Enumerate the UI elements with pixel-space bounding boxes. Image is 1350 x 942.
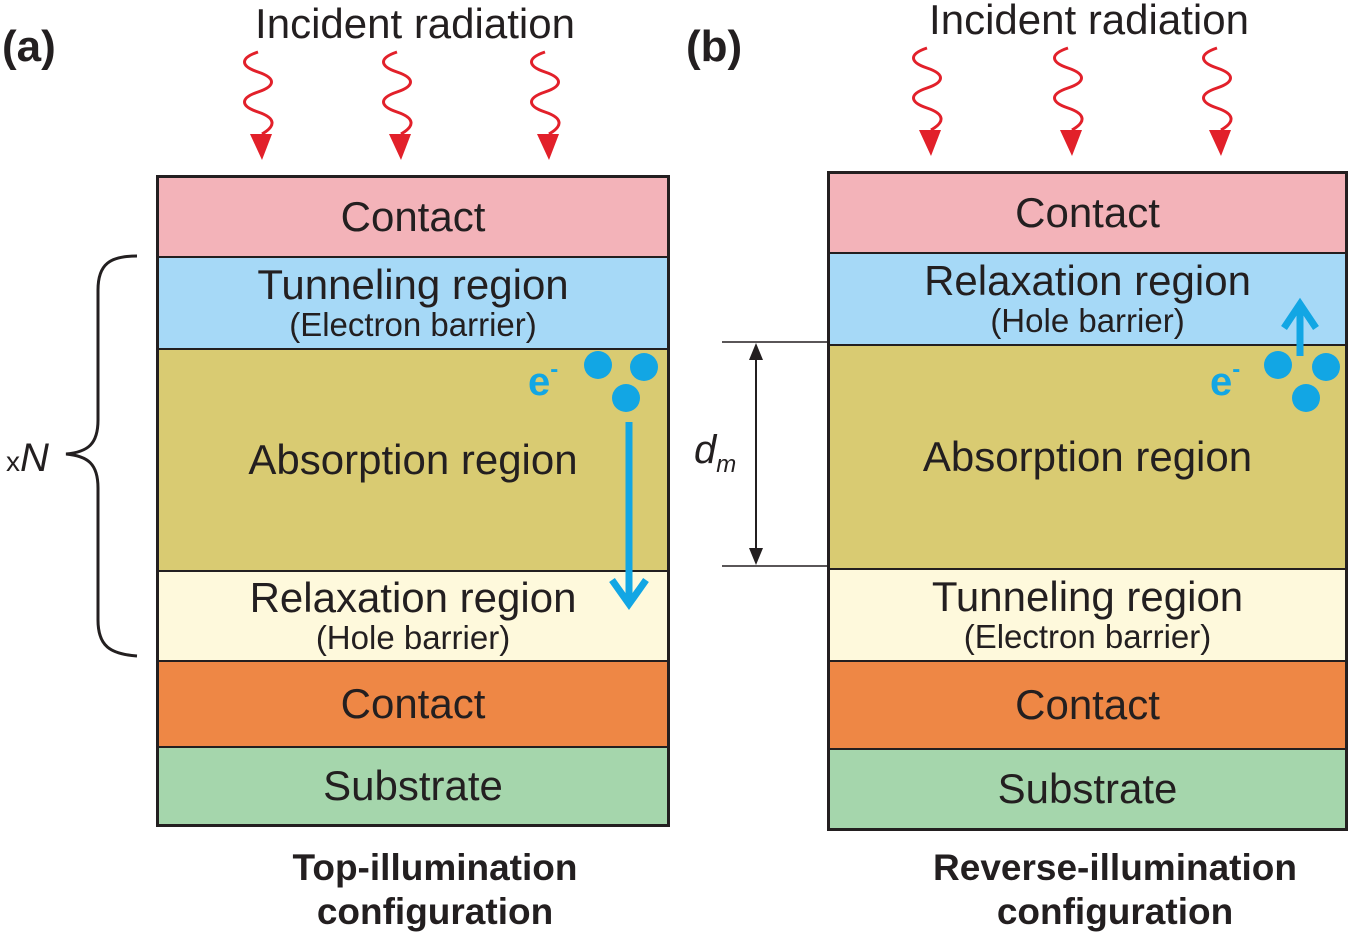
layer-label: Contact bbox=[340, 193, 486, 240]
panel-b-radiation-arrows bbox=[912, 46, 1233, 156]
layer-label: Contact bbox=[1015, 189, 1160, 236]
wavy-arrow-icon bbox=[530, 50, 561, 160]
panel-b-electron-label: e- bbox=[1210, 356, 1241, 404]
panel-a-label: (a) bbox=[2, 22, 56, 71]
panel-b-layer-relaxation: Relaxation region (Hole barrier) bbox=[830, 252, 1345, 344]
electron-dot bbox=[1264, 351, 1292, 379]
layer-label: Substrate bbox=[323, 762, 503, 809]
panel-b-layer-absorption: Absorption region bbox=[830, 344, 1345, 568]
panel-a-repeat-label: xN bbox=[6, 436, 49, 480]
layer-label: Absorption region bbox=[922, 433, 1253, 480]
layer-label: Tunneling region bbox=[257, 261, 569, 308]
electron-dot bbox=[1312, 353, 1340, 381]
panel-a-layer-relaxation: Relaxation region (Hole barrier) bbox=[159, 570, 667, 660]
layer-label: Tunneling region bbox=[931, 573, 1244, 620]
electron-dot bbox=[630, 353, 658, 381]
panel-b-thickness-label: dm bbox=[694, 428, 737, 478]
panel-a-electron-label: e- bbox=[528, 356, 559, 404]
panel-a-radiation-arrows bbox=[243, 50, 561, 160]
wavy-arrow-icon bbox=[243, 50, 274, 160]
curly-brace-icon bbox=[65, 254, 138, 658]
wavy-arrow-icon bbox=[1053, 46, 1084, 156]
layer-label: Absorption region bbox=[248, 436, 578, 483]
electron-dot bbox=[612, 384, 640, 412]
panel-b-layer-stack: Contact Relaxation region (Hole barrier)… bbox=[827, 171, 1348, 831]
panel-a-layer-contact-top: Contact bbox=[159, 178, 667, 256]
layer-label: Relaxation region bbox=[249, 574, 577, 621]
panel-b-incident-label: Incident radiation bbox=[929, 0, 1249, 43]
layer-label: Contact bbox=[340, 680, 486, 727]
panel-b-layer-tunneling: Tunneling region (Electron barrier) bbox=[830, 568, 1345, 660]
panel-a-layer-substrate: Substrate bbox=[159, 746, 667, 824]
layer-sublabel: (Hole barrier) bbox=[315, 619, 511, 656]
layer-label: Contact bbox=[1015, 681, 1160, 728]
wavy-arrow-icon bbox=[912, 46, 943, 156]
layer-sublabel: (Hole barrier) bbox=[990, 302, 1185, 339]
double-arrow-icon bbox=[722, 341, 828, 567]
panel-b-drift-arrow bbox=[1281, 297, 1319, 356]
wavy-arrow-icon bbox=[1202, 46, 1233, 156]
electron-dot bbox=[1292, 384, 1320, 412]
wavy-arrow-icon bbox=[382, 50, 413, 160]
panel-a-incident-label: Incident radiation bbox=[255, 0, 575, 47]
panel-a-drift-arrow bbox=[609, 422, 649, 611]
panel-a-layer-tunneling: Tunneling region (Electron barrier) bbox=[159, 256, 667, 348]
panel-b-layer-contact-bottom: Contact bbox=[830, 660, 1345, 748]
panel-b-layer-substrate: Substrate bbox=[830, 748, 1345, 828]
electron-dot bbox=[584, 351, 612, 379]
panel-a-layer-stack: Contact Tunneling region (Electron barri… bbox=[156, 175, 670, 827]
panel-b-layer-contact-top: Contact bbox=[830, 174, 1345, 252]
panel-a-config-caption: Top-illumination configuration bbox=[292, 847, 578, 932]
layer-sublabel: (Electron barrier) bbox=[289, 306, 537, 343]
panel-a-electrons bbox=[584, 351, 658, 412]
panel-b-config-caption: Reverse-illumination configuration bbox=[933, 847, 1297, 932]
layer-label: Substrate bbox=[997, 765, 1178, 812]
panel-b-label: (b) bbox=[686, 22, 743, 71]
panel-a-layer-absorption: Absorption region bbox=[159, 348, 667, 570]
layer-label: Relaxation region bbox=[924, 257, 1251, 304]
panel-b-electrons bbox=[1264, 351, 1340, 412]
layer-sublabel: (Electron barrier) bbox=[963, 618, 1212, 655]
panel-a-layer-contact-bottom: Contact bbox=[159, 660, 667, 746]
